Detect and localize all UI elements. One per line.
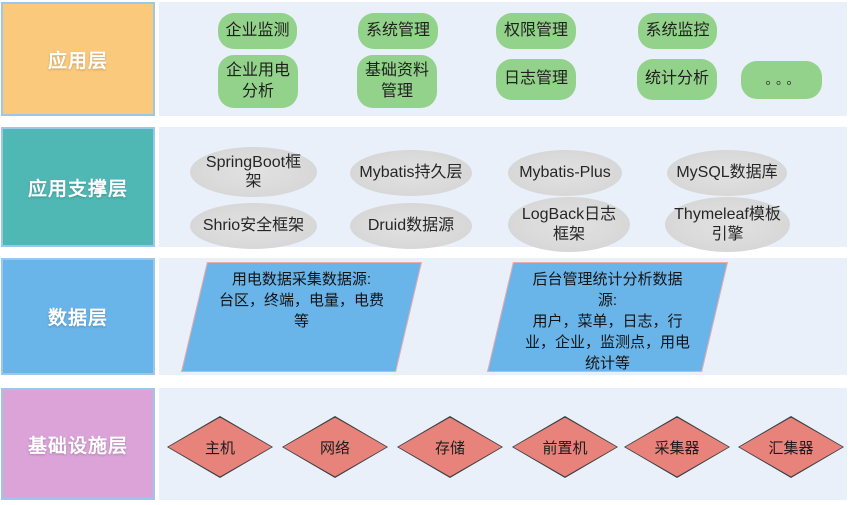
infra-diamond: 前置机	[512, 416, 618, 478]
infra-item-label: 存储	[434, 439, 465, 457]
infra-diamond: 存储	[397, 416, 503, 478]
app-module-pill-ellipsis: 。。。	[741, 61, 822, 99]
layer-label-application: 应用层	[1, 2, 155, 116]
app-module-pill: 基础资料 管理	[357, 55, 437, 108]
infra-item-label: 网络	[319, 439, 350, 457]
app-module-pill: 企业用电 分析	[218, 55, 298, 108]
app-module-pill: 权限管理	[496, 13, 576, 49]
support-framework-ellipse: Thymeleaf模板 引擎	[665, 197, 790, 252]
app-module-pill: 统计分析	[637, 59, 717, 100]
layer-label-infrastructure: 基础设施层	[1, 388, 155, 500]
infra-diamond: 汇集器	[738, 416, 844, 478]
datasource-parallelogram: 后台管理统计分析数据 源: 用户，菜单，日志，行 业，企业，监测点，用电 统计等	[486, 262, 729, 372]
layer-label-support: 应用支撑层	[1, 127, 155, 247]
support-framework-ellipse: Druid数据源	[350, 203, 472, 249]
support-framework-ellipse: MySQL数据库	[667, 150, 787, 196]
datasource-parallelogram: 用电数据采集数据源: 台区，终端，电量，电费 等	[180, 262, 423, 372]
datasource-text: 后台管理统计分析数据 源: 用户，菜单，日志，行 业，企业，监测点，用电 统计等	[524, 271, 690, 372]
infra-item-label: 前置机	[542, 439, 588, 457]
infrastructure-layer-band	[159, 388, 847, 500]
support-framework-ellipse: Mybatis-Plus	[508, 150, 622, 196]
infra-item-label: 采集器	[654, 439, 700, 457]
app-module-pill: 系统监控	[638, 13, 717, 49]
infra-item-label: 主机	[204, 439, 235, 457]
app-module-pill: 日志管理	[496, 59, 576, 100]
infra-diamond: 主机	[167, 416, 273, 478]
infra-item-label: 汇集器	[768, 439, 814, 457]
support-framework-ellipse: Shrio安全框架	[190, 203, 317, 249]
support-framework-ellipse: Mybatis持久层	[350, 150, 472, 196]
support-framework-ellipse: SpringBoot框 架	[190, 147, 317, 197]
app-module-pill: 企业监测	[218, 13, 297, 49]
datasource-text: 用电数据采集数据源: 台区，终端，电量，电费 等	[218, 271, 384, 330]
infra-diamond: 网络	[282, 416, 388, 478]
support-framework-ellipse: LogBack日志 框架	[508, 197, 630, 252]
app-module-pill: 系统管理	[358, 13, 438, 49]
infra-diamond: 采集器	[624, 416, 730, 478]
layer-label-data: 数据层	[1, 258, 155, 375]
